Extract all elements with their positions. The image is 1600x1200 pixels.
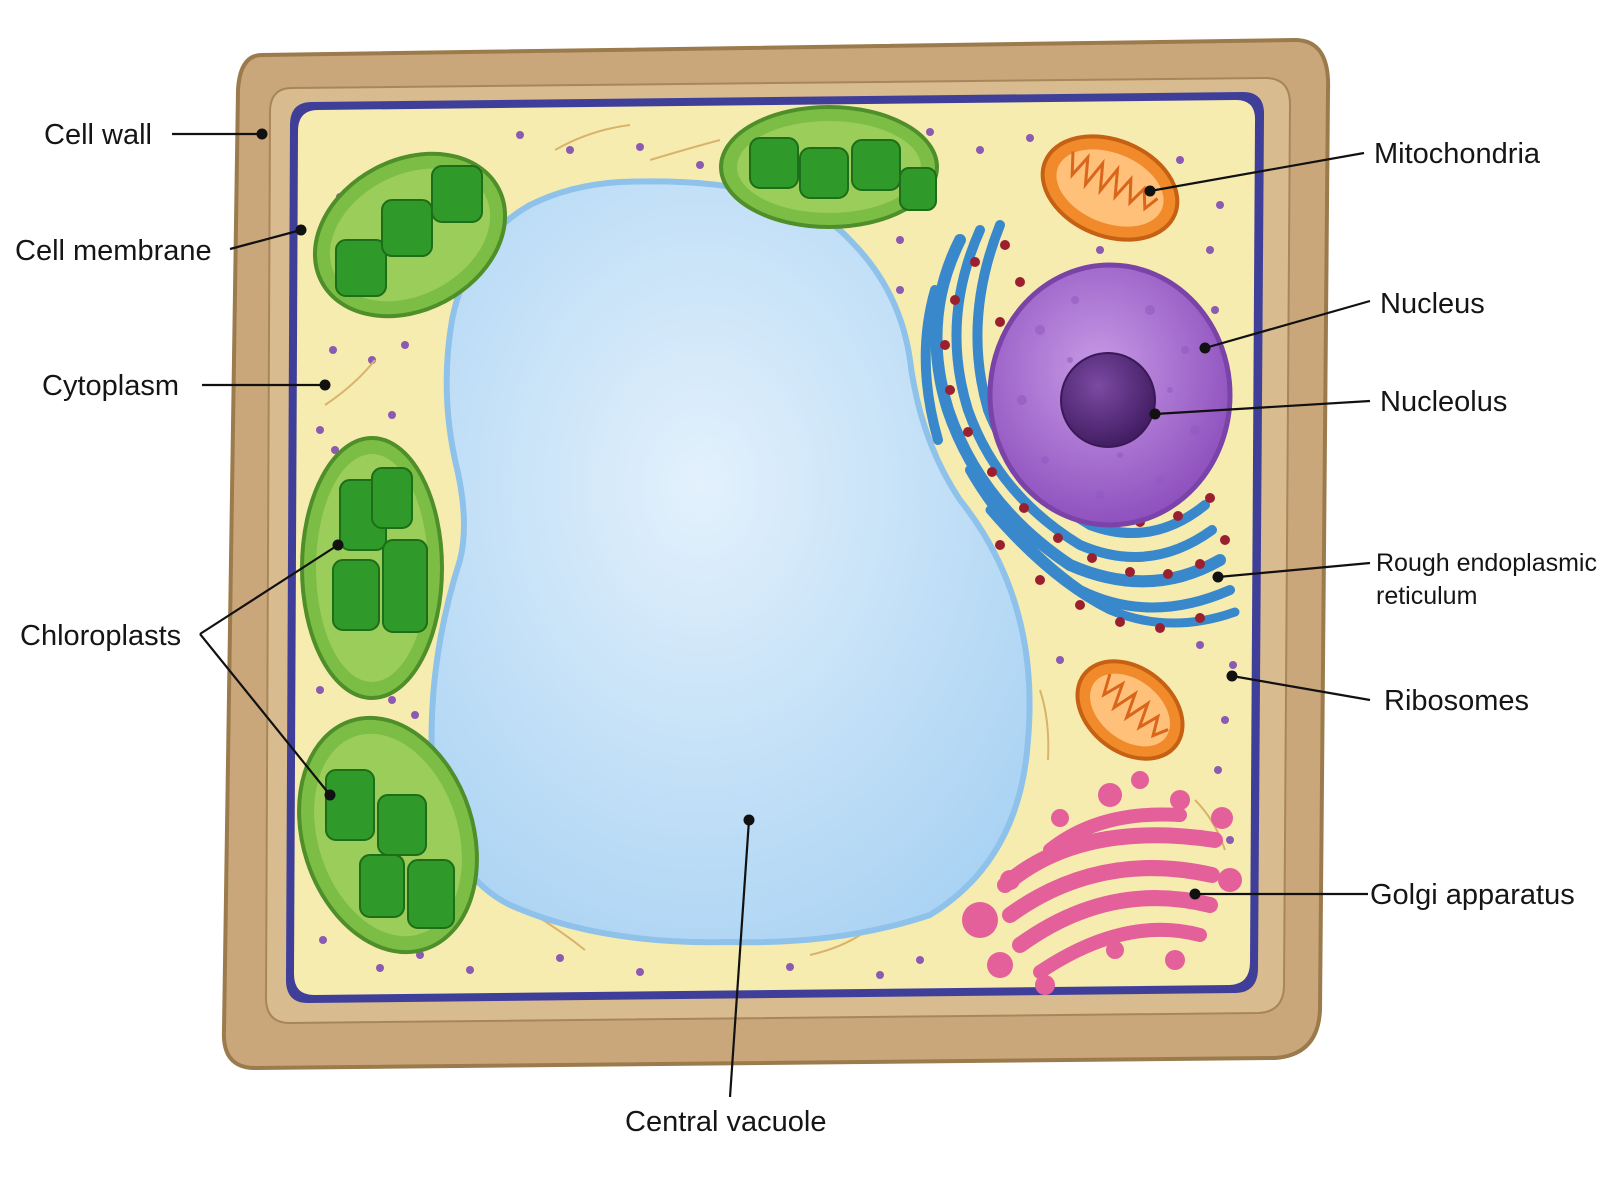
label-cell-wall: Cell wall: [44, 119, 152, 151]
labels: Cell wall Cell membrane Cytoplasm Chloro…: [15, 119, 1597, 1138]
chloroplast-top-center: [719, 105, 939, 229]
mitochondrion-upper: [1040, 134, 1180, 242]
nucleolus: [1060, 352, 1156, 448]
label-cell-membrane: Cell membrane: [15, 235, 212, 267]
leader-lines: [172, 128, 1371, 1098]
label-chloroplasts: Chloroplasts: [20, 620, 181, 652]
label-ribosomes: Ribosomes: [1384, 685, 1529, 717]
label-cytoplasm: Cytoplasm: [42, 370, 179, 402]
label-central-vacuole: Central vacuole: [625, 1106, 827, 1138]
chloroplast-top-left: [312, 151, 508, 319]
label-nucleus: Nucleus: [1380, 288, 1485, 320]
label-mitochondria: Mitochondria: [1374, 138, 1541, 170]
label-rough-er-line-2: reticulum: [1376, 582, 1477, 610]
cytoplasm-ribosome-dots: [316, 128, 1237, 979]
label-golgi-apparatus: Golgi apparatus: [1370, 879, 1575, 911]
chloroplast-middle-left: [300, 436, 444, 700]
chloroplast-bottom-left: [297, 715, 479, 955]
central-vacuole: [428, 178, 1033, 946]
mitochondrion-lower: [1075, 659, 1185, 761]
label-nucleolus: Nucleolus: [1380, 386, 1507, 418]
label-rough-er-line-1: Rough endoplasmic: [1376, 549, 1597, 577]
rough-endoplasmic-reticulum: [920, 220, 1240, 628]
golgi-apparatus: [962, 771, 1242, 995]
